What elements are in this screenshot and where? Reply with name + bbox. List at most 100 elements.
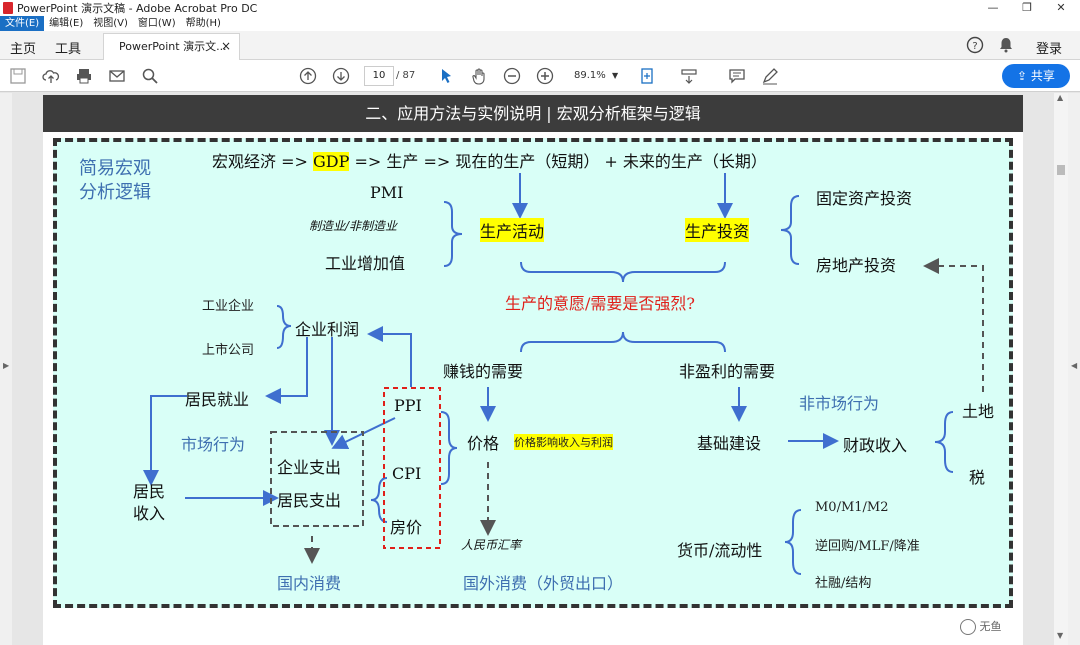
chevron-down-icon: ▼ — [612, 71, 619, 80]
hand-tool-icon[interactable] — [469, 66, 489, 86]
macro-formula: 宏观经济 => GDP => 生产 => 现在的生产（短期） + 未来的生产（长… — [212, 148, 767, 172]
login-link[interactable]: 登录 — [1036, 42, 1063, 57]
scroll-up-icon: ▲ — [1057, 93, 1064, 102]
comment-icon[interactable] — [727, 66, 747, 86]
menu-window[interactable]: 窗口(W) — [137, 18, 176, 29]
page-number-input[interactable]: 10 — [364, 66, 394, 86]
toolbar — [0, 60, 1080, 92]
fit-page-icon[interactable] — [638, 66, 658, 86]
pmi-label: PMI — [370, 183, 404, 202]
non-profit-need-label: 非盈利的需要 — [679, 362, 776, 381]
resident-income-label-2: 收入 — [133, 504, 166, 523]
search-icon[interactable] — [140, 66, 160, 86]
industrial-enterprise-label: 工业企业 — [202, 299, 255, 314]
land-label: 土地 — [962, 402, 995, 421]
chevron-right-icon: ▶ — [3, 361, 10, 370]
production-activity-label: 生产活动 — [480, 218, 545, 242]
rmb-rate-label: 人民币汇率 — [461, 538, 522, 552]
resident-income-label-1: 居民 — [133, 482, 166, 501]
close-tab-icon[interactable]: × — [220, 39, 231, 53]
listed-company-label: 上市公司 — [202, 343, 255, 358]
upload-cloud-icon[interactable] — [41, 66, 61, 86]
price-label: 价格 — [467, 434, 500, 453]
select-cursor-icon[interactable] — [436, 66, 456, 86]
zoom-value: 89.1% — [574, 70, 606, 81]
pdf-page: 二、应用方法与实例说明 | 宏观分析框架与逻辑 — [43, 95, 1023, 645]
price-note-label: 价格影响收入与利润 — [514, 434, 613, 450]
m-supply-label: M0/M1/M2 — [815, 500, 889, 515]
cpi-label: CPI — [392, 464, 422, 483]
tab-document[interactable]: PowerPoint 演示文... × — [103, 33, 240, 60]
highlight-pen-icon[interactable] — [760, 66, 780, 86]
menu-bar: 文件(E) 编辑(E) 视图(V) 窗口(W) 帮助(H) — [0, 16, 1080, 31]
tax-label: 税 — [969, 468, 986, 487]
formula-part-a: 宏观经济 => — [212, 152, 313, 171]
willingness-label: 生产的意愿/需要是否强烈? — [505, 294, 695, 313]
page-up-icon[interactable] — [298, 66, 318, 86]
share-button[interactable]: ⇪ 共享 — [1002, 64, 1070, 88]
share-icon: ⇪ — [1017, 69, 1031, 83]
minimize-button[interactable]: — — [987, 1, 999, 14]
window-titlebar: PowerPoint 演示文稿 - Adobe Acrobat Pro DC —… — [0, 0, 1080, 16]
svg-text:?: ? — [972, 41, 977, 52]
fixed-asset-label: 固定资产投资 — [816, 189, 913, 208]
tab-tools[interactable]: 工具 — [55, 42, 82, 57]
repo-label: 逆回购/MLF/降准 — [815, 539, 920, 554]
non-market-label: 非市场行为 — [799, 394, 880, 413]
social-financing-label: 社融/结构 — [815, 576, 872, 591]
diagram-title-line1: 简易宏观 — [79, 158, 151, 179]
resident-spending-label: 居民支出 — [277, 491, 342, 510]
tab-home[interactable]: 主页 — [10, 42, 37, 57]
domestic-consumption-label: 国内消费 — [277, 574, 342, 593]
foreign-consumption-label: 国外消费（外贸出口） — [463, 574, 624, 593]
price-index-box — [383, 387, 441, 549]
pmi-sub-label: 制造业/非制造业 — [309, 219, 398, 233]
close-window-button[interactable]: ✕ — [1056, 1, 1066, 14]
ppi-label: PPI — [394, 396, 422, 415]
zoom-in-icon[interactable] — [535, 66, 555, 86]
money-liquidity-label: 货币/流动性 — [677, 541, 763, 560]
zoom-select[interactable]: 89.1% ▼ — [566, 66, 626, 86]
save-icon[interactable] — [8, 66, 28, 86]
slide-header: 二、应用方法与实例说明 | 宏观分析框架与逻辑 — [43, 95, 1023, 132]
print-icon[interactable] — [74, 66, 94, 86]
spending-box — [270, 431, 364, 527]
gdp-highlight: GDP — [313, 152, 350, 171]
industrial-value-label: 工业增加值 — [325, 254, 406, 273]
vertical-scrollbar[interactable]: ▲ ▼ — [1054, 93, 1068, 645]
slide-diagram: 简易宏观 分析逻辑 宏观经济 => GDP => 生产 => 现在的生产（短期）… — [53, 138, 1013, 608]
infrastructure-label: 基础建设 — [697, 434, 762, 453]
page-total: / 87 — [396, 70, 416, 81]
scroll-thumb[interactable] — [1057, 165, 1065, 175]
production-investment-label: 生产投资 — [685, 218, 750, 242]
zoom-out-icon[interactable] — [502, 66, 522, 86]
left-panel-toggle[interactable]: ▶ — [0, 93, 12, 645]
fish-logo-icon — [960, 619, 976, 635]
share-label: 共享 — [1030, 69, 1055, 83]
menu-file[interactable]: 文件(E) — [0, 16, 45, 31]
window-title: PowerPoint 演示文稿 - Adobe Acrobat Pro DC — [17, 2, 258, 15]
acrobat-icon — [3, 2, 13, 14]
tab-document-label: PowerPoint 演示文... — [119, 40, 227, 53]
help-icon[interactable]: ? — [966, 36, 984, 58]
profit-need-label: 赚钱的需要 — [443, 362, 524, 381]
diagram-title-line2: 分析逻辑 — [79, 182, 151, 203]
resident-employment-label: 居民就业 — [185, 390, 250, 409]
right-panel-toggle[interactable]: ◀ — [1068, 93, 1080, 645]
fiscal-income-label: 财政收入 — [843, 436, 908, 455]
maximize-button[interactable]: ❐ — [1022, 1, 1032, 14]
enterprise-profit-label: 企业利润 — [295, 320, 360, 339]
real-estate-label: 房地产投资 — [816, 256, 897, 275]
page-down-icon[interactable] — [331, 66, 351, 86]
enterprise-spending-label: 企业支出 — [277, 458, 342, 477]
chevron-left-icon: ◀ — [1071, 361, 1078, 370]
menu-view[interactable]: 视图(V) — [93, 18, 128, 29]
watermark-text: 无鱼 — [979, 620, 1002, 633]
menu-help[interactable]: 帮助(H) — [185, 18, 221, 29]
email-icon[interactable] — [107, 66, 127, 86]
menu-edit[interactable]: 编辑(E) — [49, 18, 84, 29]
diagram-connectors — [143, 173, 984, 575]
scroll-mode-icon[interactable] — [679, 66, 699, 86]
bell-icon[interactable] — [997, 36, 1015, 58]
tab-bar: 主页 工具 PowerPoint 演示文... × ? 登录 — [0, 31, 1080, 60]
